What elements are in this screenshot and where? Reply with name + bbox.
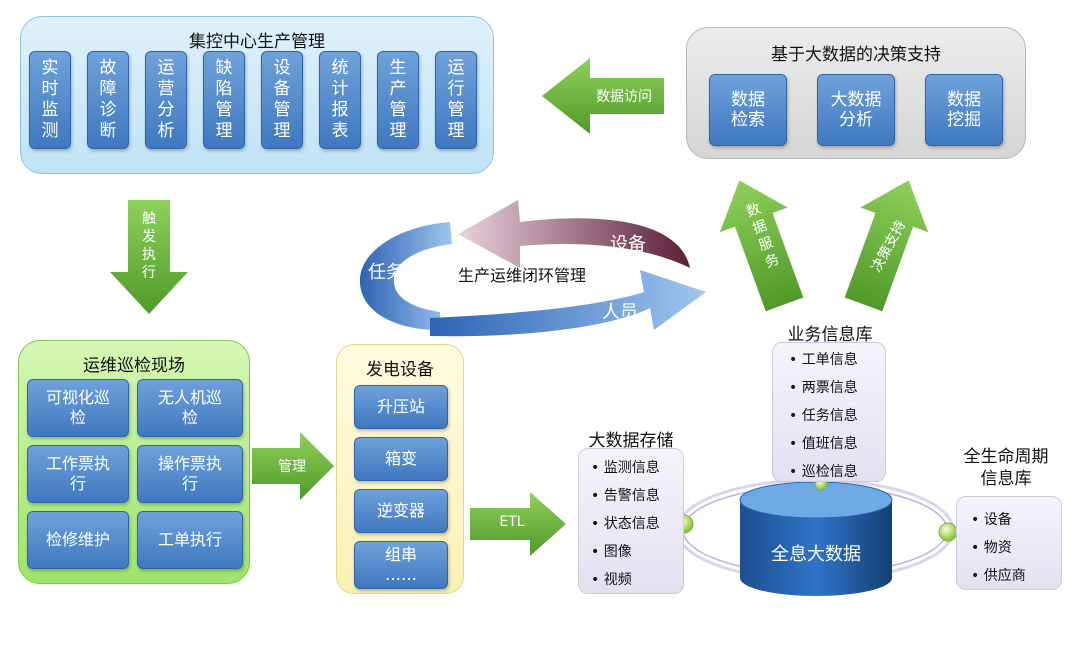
lifecycle-title: 全生命周期信息库	[963, 447, 1049, 489]
power-title: 发电设备	[366, 360, 434, 380]
power-item-boxtransformer[interactable]: 箱变	[354, 437, 448, 481]
center-item-equipment[interactable]: 设备管理	[261, 51, 303, 149]
trigger-arrow	[110, 200, 188, 314]
field-item-op-ticket[interactable]: 操作票执行	[137, 445, 243, 503]
data-access-label: 数据访问	[596, 89, 652, 105]
field-item-drone[interactable]: 无人机巡检	[137, 379, 243, 437]
power-item-substation[interactable]: 升压站	[354, 385, 448, 429]
cycle-device-label: 设备	[610, 234, 646, 255]
decision-item-mining[interactable]: 数据挖掘	[925, 74, 1003, 146]
etl-arrow	[470, 492, 566, 556]
center-panel: 集控中心生产管理 实时监测 故障诊断 运营分析 缺陷管理 设备管理 统计报表 生…	[20, 16, 494, 174]
decision-item-analysis[interactable]: 大数据分析	[817, 74, 895, 146]
storage-item: 监测信息	[591, 457, 660, 477]
biz-title: 业务信息库	[787, 325, 873, 345]
center-item-fault[interactable]: 故障诊断	[87, 51, 129, 149]
center-item-operation-analysis[interactable]: 运营分析	[145, 51, 187, 149]
field-title: 运维巡检现场	[83, 356, 185, 376]
center-item-defect[interactable]: 缺陷管理	[203, 51, 245, 149]
storage-item: 状态信息	[591, 513, 660, 533]
field-item-visual[interactable]: 可视化巡检	[27, 379, 129, 437]
field-panel: 运维巡检现场 可视化巡检 无人机巡检 工作票执行 操作票执行 检修维护 工单执行	[18, 340, 250, 584]
center-item-report[interactable]: 统计报表	[319, 51, 361, 149]
biz-item: 巡检信息	[789, 461, 858, 481]
cycle-task-label: 任务	[368, 262, 404, 283]
lifecycle-item: 物资	[971, 537, 1012, 557]
center-item-production[interactable]: 生产管理	[377, 51, 419, 149]
cycle-people-arrow	[430, 270, 706, 337]
biz-panel: 工单信息 两票信息 任务信息 值班信息 巡检信息	[772, 342, 886, 482]
power-panel: 发电设备 升压站 箱变 逆变器 组串 ……	[336, 344, 464, 594]
storage-item: 图像	[591, 541, 632, 561]
center-title: 集控中心生产管理	[189, 32, 325, 52]
center-item-run[interactable]: 运行管理	[435, 51, 477, 149]
manage-arrow	[252, 432, 334, 500]
orbit-ball-right	[938, 522, 958, 542]
biz-item: 值班信息	[789, 433, 858, 453]
biz-item: 工单信息	[789, 349, 858, 369]
storage-item: 视频	[591, 569, 632, 589]
field-item-maintenance[interactable]: 检修维护	[27, 511, 129, 569]
lifecycle-item: 设备	[971, 509, 1012, 529]
biz-item: 任务信息	[789, 405, 858, 425]
decision-title: 基于大数据的决策支持	[771, 45, 941, 65]
hologram-cylinder	[740, 500, 892, 596]
biz-item: 两票信息	[789, 377, 858, 397]
storage-panel: 监测信息 告警信息 状态信息 图像 视频	[578, 448, 684, 594]
cycle-task-arrow	[359, 222, 452, 330]
cycle-title: 生产运维闭环管理	[457, 266, 586, 285]
decision-panel: 基于大数据的决策支持 数据检索 大数据分析 数据挖掘	[686, 27, 1026, 159]
data-service-arrow	[719, 180, 804, 312]
storage-item: 告警信息	[591, 485, 660, 505]
storage-title: 大数据存储	[588, 431, 674, 451]
field-item-workorder[interactable]: 工单执行	[137, 511, 243, 569]
center-item-realtime[interactable]: 实时监测	[29, 51, 71, 149]
lifecycle-item: 供应商	[971, 565, 1026, 585]
data-access-arrow	[542, 58, 664, 134]
trigger-label: 触发执行	[142, 211, 156, 281]
manage-label: 管理	[278, 459, 306, 475]
lifecycle-panel: 设备 物资 供应商	[956, 496, 1062, 590]
decision-item-search[interactable]: 数据检索	[709, 74, 787, 146]
decision-support-arrow	[844, 180, 929, 312]
cycle-people-label: 人员	[602, 302, 638, 323]
power-item-string[interactable]: 组串 ……	[354, 541, 448, 589]
field-item-work-ticket[interactable]: 工作票执行	[27, 445, 129, 503]
etl-label: ETL	[499, 514, 525, 530]
hologram-label: 全息大数据	[771, 544, 861, 565]
power-item-inverter[interactable]: 逆变器	[354, 489, 448, 533]
cycle-device-arrow	[458, 200, 690, 268]
